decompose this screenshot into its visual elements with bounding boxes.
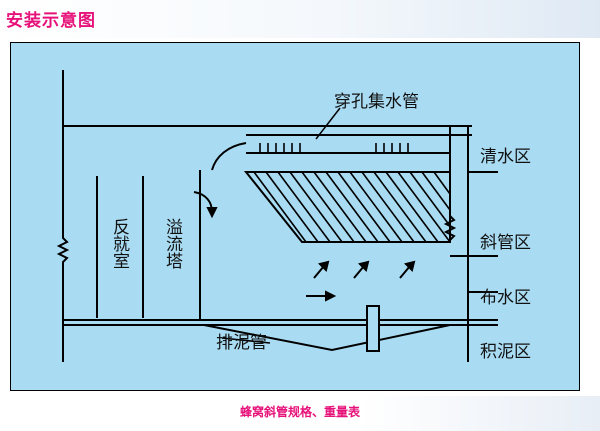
water-distribution-zone-label: 布水区 bbox=[480, 288, 531, 308]
footer-band bbox=[0, 396, 600, 431]
sludge-zone-label: 积泥区 bbox=[480, 342, 531, 362]
inclined-tube-block bbox=[243, 171, 451, 243]
caption: 蜂窝斜管规格、重量表 bbox=[239, 405, 360, 419]
sludge-pipe-label: 排泥管 bbox=[216, 333, 267, 353]
page-title: 安装示意图 bbox=[6, 11, 96, 31]
installation-diagram: 穿孔集水管 清水区 斜管区 布水区 积泥区 排泥管 反就室 溢流塔 bbox=[56, 70, 531, 362]
clear-water-zone-label: 清水区 bbox=[480, 147, 531, 167]
perforated-pipe-label: 穿孔集水管 bbox=[334, 92, 419, 112]
header-bar bbox=[0, 0, 600, 38]
diagram-panel bbox=[10, 42, 580, 391]
reaction-chamber-label: 反就室 bbox=[109, 218, 130, 269]
overflow-tower-label: 溢流塔 bbox=[162, 218, 183, 269]
left-wall bbox=[56, 70, 70, 362]
inclined-tube-zone-label: 斜管区 bbox=[480, 233, 531, 253]
